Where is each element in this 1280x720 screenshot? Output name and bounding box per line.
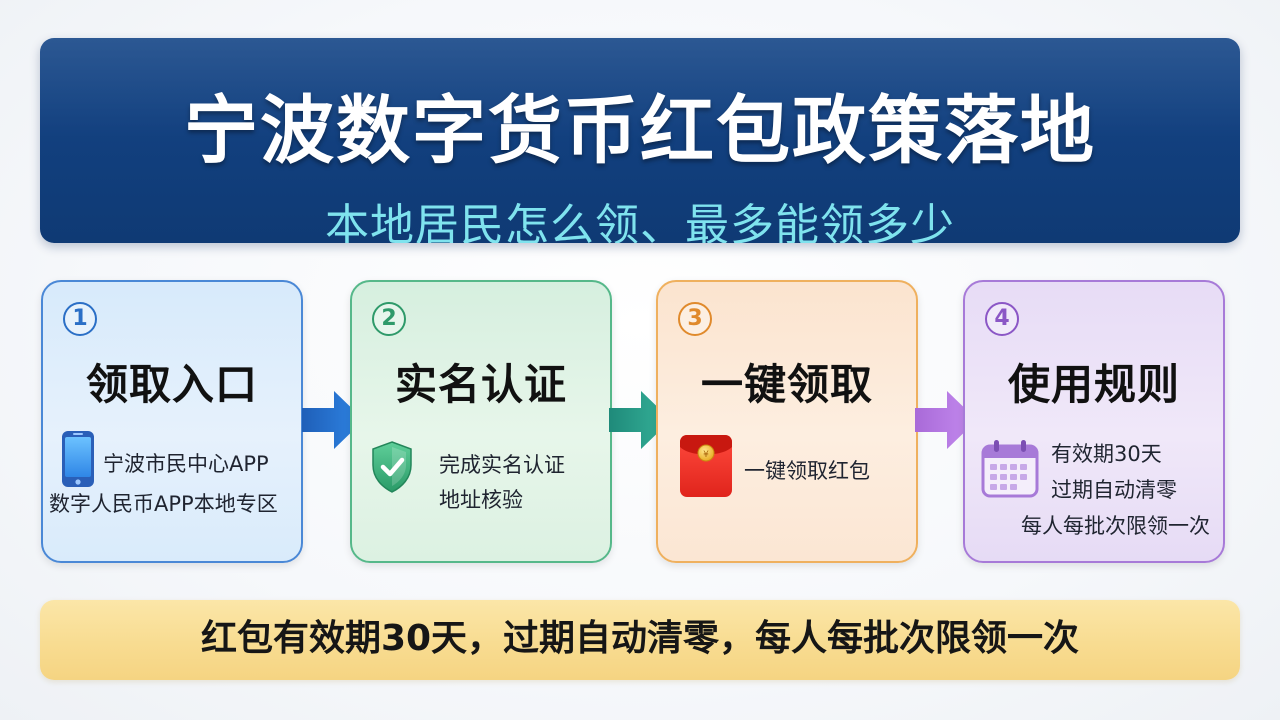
calendar-icon [981, 440, 1039, 498]
step-text-line: 宁波市民中心APP [103, 452, 269, 476]
step-card-claim: 3 一键领取 ¥ 一键领取红包 [656, 280, 918, 563]
step-number: 1 [63, 302, 97, 336]
step-number: 3 [678, 302, 712, 336]
step-card-verify: 2 实名认证 完成实名认证 地址核验 [350, 280, 612, 563]
step-card-entry: 1 领取入口 宁波市民中心APP 数字人民币APP本地专区 [41, 280, 303, 563]
step-text-line: 完成实名认证 [439, 453, 565, 477]
phone-icon [62, 431, 94, 487]
shield-check-icon [372, 441, 412, 493]
step-title: 实名认证 [394, 360, 567, 409]
arrow-right-icon [915, 391, 977, 449]
red-envelope-icon: ¥ [680, 435, 732, 497]
step-title: 一键领取 [700, 360, 873, 409]
step-text-line: 每人每批次限领一次 [1021, 514, 1210, 538]
summary-text: 红包有效期30天，过期自动清零，每人每批次限领一次 [200, 618, 1080, 659]
page-title: 宁波数字货币红包政策落地 [184, 88, 1096, 174]
step-text-line: 过期自动清零 [1051, 478, 1177, 502]
step-title: 使用规则 [1007, 360, 1180, 409]
step-text-line: 一键领取红包 [744, 459, 870, 483]
summary-banner: 红包有效期30天，过期自动清零，每人每批次限领一次 [40, 600, 1240, 680]
step-text-line: 有效期30天 [1051, 442, 1162, 466]
arrow-right-icon [302, 391, 364, 449]
step-number: 4 [985, 302, 1019, 336]
page-subtitle: 本地居民怎么领、最多能领多少 [325, 200, 955, 243]
step-number: 2 [372, 302, 406, 336]
svg-text:¥: ¥ [703, 450, 709, 460]
step-card-rules: 4 使用规则 有效期30天 过期自动清零 每人每批次限领一次 [963, 280, 1225, 563]
header-banner: 宁波数字货币红包政策落地 本地居民怎么领、最多能领多少 [40, 38, 1240, 243]
step-text-line: 数字人民币APP本地专区 [49, 492, 278, 516]
step-title: 领取入口 [85, 360, 258, 409]
step-text-line: 地址核验 [439, 488, 523, 512]
arrow-right-icon [609, 391, 671, 449]
